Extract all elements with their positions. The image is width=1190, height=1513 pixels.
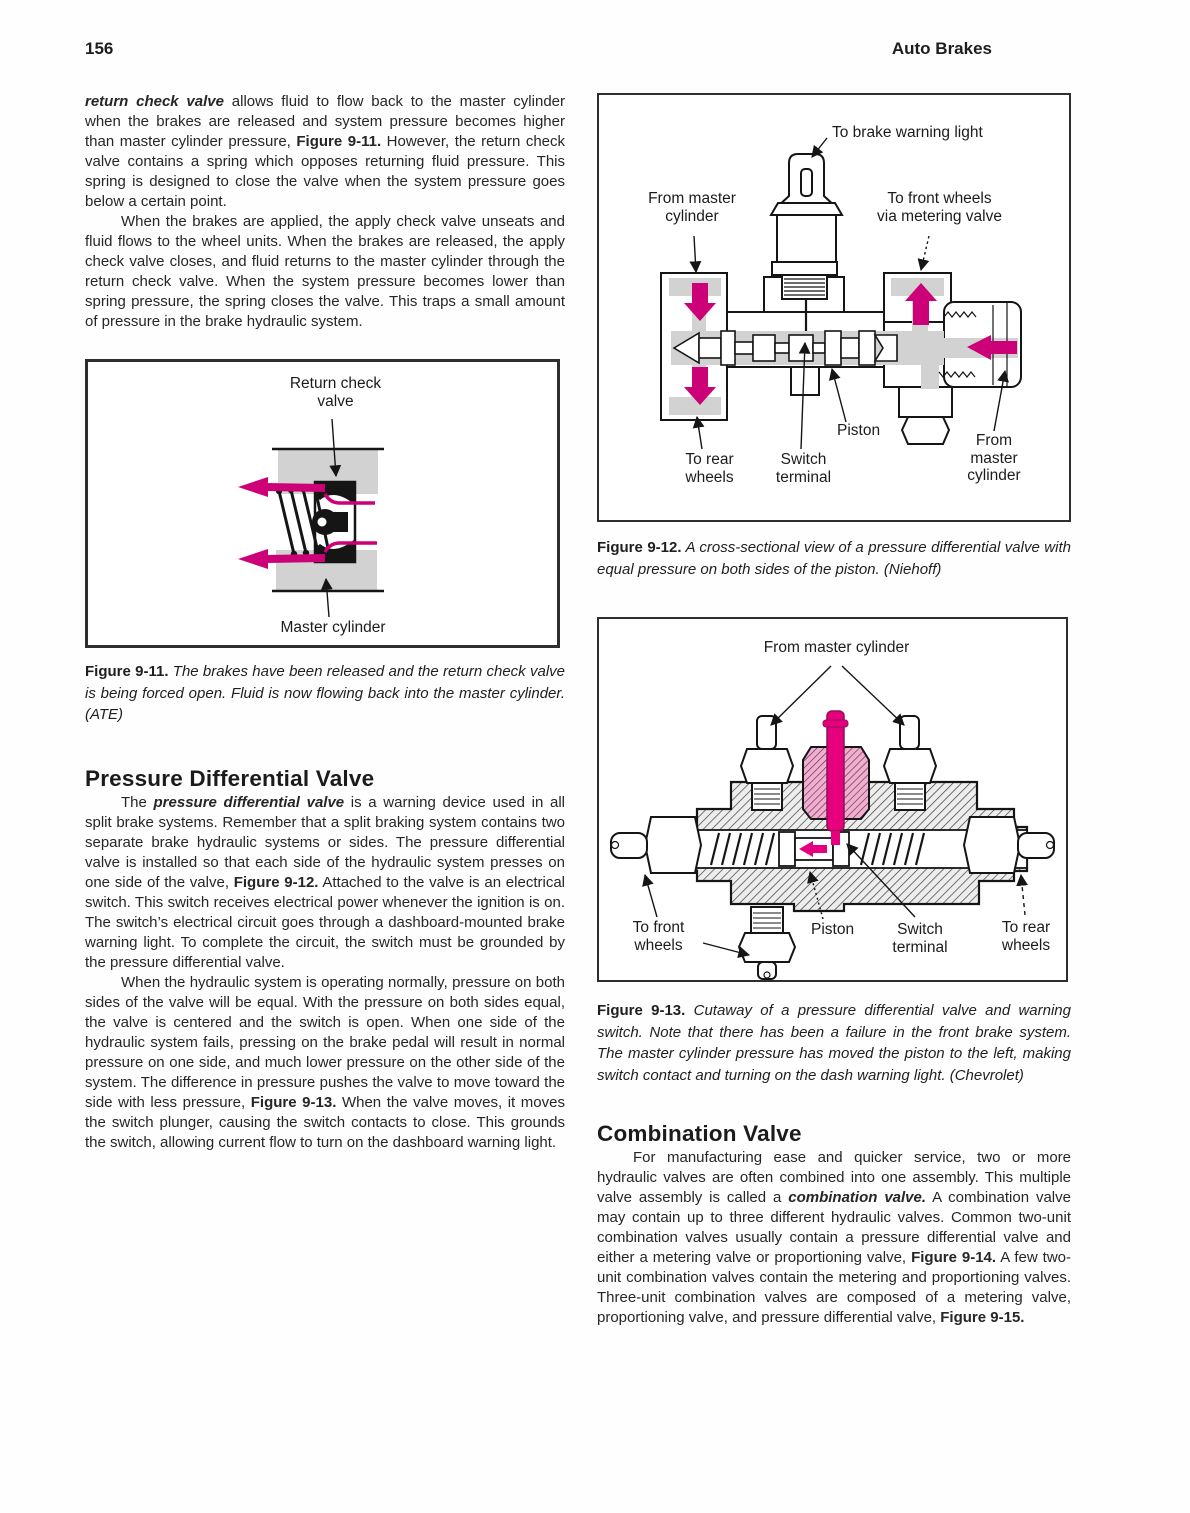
flow-arrow-left-icon [238,477,268,497]
label-to-front-wheels: To front wheels [632,919,685,954]
paragraph-pressure-differential-2: When the hydraulic system is operating n… [85,973,565,1151]
caption-figure-9-13: Figure 9-13. Cutaway of a pressure diffe… [597,1002,1071,1084]
label-piston: Piston [811,921,855,938]
label-to-front-wheels: To front wheels via metering valve [877,190,1002,225]
caption-figure-9-11: Figure 9-11. The brakes have been releas… [85,663,565,723]
piston-assembly [672,330,898,366]
label-return-check-valve: Return check valve [289,375,382,410]
label-master-cylinder: Master cylinder [280,619,386,636]
figure-9-13: From master cylinder To front wheels Pis… [597,617,1068,982]
label-to-rear-wheels: To rear wheels [685,451,734,486]
label-from-master-cylinder-left: From master cylinder [648,190,736,225]
flow-arrows [684,283,1017,405]
page-number: 156 [85,39,114,58]
figure-9-12: To brake warning light From master cylin… [597,93,1071,522]
paragraph-combination-valve: For manufacturing ease and quicker servi… [597,1149,1071,1326]
bore-springs [709,832,926,866]
figure-9-11-drawing [238,418,384,618]
paragraph-return-check-valve: return check valve allows fluid to flow … [85,93,566,210]
label-to-rear-wheels: To rear wheels [1001,919,1051,954]
flow-arrow-left-icon [799,841,813,857]
right-column: To brake warning light From master cylin… [597,93,1071,1328]
warning-switch [769,153,844,300]
paragraph-pressure-differential-1: The pressure differential valve is a war… [85,793,565,971]
figure-9-13-drawing [610,665,1055,980]
paragraph-when-brakes-applied: When the brakes are applied, the apply c… [85,213,565,330]
label-from-master-cylinder: From master cylinder [763,639,910,656]
left-column: return check valve allows fluid to flow … [85,92,565,1153]
figure-9-12-drawing [660,137,1022,450]
figure-9-11: Return check valve Master cylinder [85,359,560,648]
heading-pressure-differential-valve: Pressure Differential Valve [85,765,375,791]
label-from-master-cylinder-right: From master cylinder [967,432,1021,484]
pointer-arrows [689,137,1009,450]
switch-plunger [826,710,845,832]
pointer-arrows [642,665,1028,959]
label-switch-terminal: Switch terminal [892,921,948,956]
fluid-flow-lines [265,483,377,563]
caption-figure-9-12: Figure 9-12. A cross-sectional view of a… [597,539,1071,578]
label-to-brake-warning-light: To brake warning light [832,124,983,141]
flow-arrow-left-icon [238,549,268,569]
label-switch-terminal: Switch terminal [775,451,832,486]
piston-assembly [778,831,850,867]
label-piston: Piston [837,422,881,439]
running-head: Auto Brakes [891,39,992,58]
pointer-arrows [320,418,342,618]
heading-combination-valve: Combination Valve [597,1121,802,1146]
